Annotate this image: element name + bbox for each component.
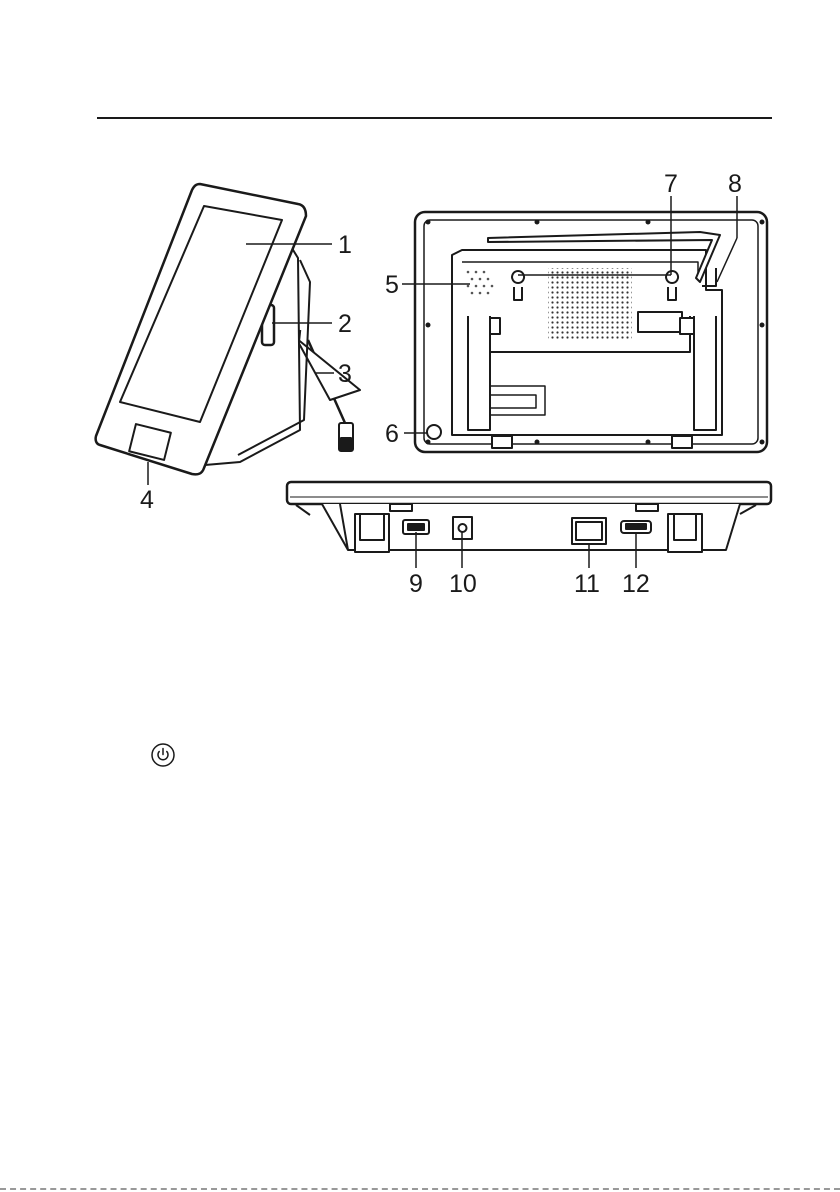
callout-3: 3 (338, 360, 352, 388)
callout-5: 5 (385, 271, 399, 299)
callout-10: 10 (449, 570, 477, 598)
page-edge (0, 1188, 840, 1190)
perspective-view (96, 184, 360, 474)
power-icon (150, 742, 176, 768)
callout-9: 9 (409, 570, 423, 598)
back-view (415, 212, 767, 452)
callout-2: 2 (338, 310, 352, 338)
callout-8: 8 (728, 170, 742, 198)
callout-12: 12 (622, 570, 650, 598)
callout-7: 7 (664, 170, 678, 198)
callout-1: 1 (338, 231, 352, 259)
callout-4: 4 (140, 486, 154, 514)
device-diagram: 1 2 3 4 5 6 7 8 9 10 11 12 (0, 0, 840, 620)
callout-11: 11 (574, 570, 600, 598)
callout-6: 6 (385, 420, 399, 448)
bottom-view (287, 482, 771, 552)
